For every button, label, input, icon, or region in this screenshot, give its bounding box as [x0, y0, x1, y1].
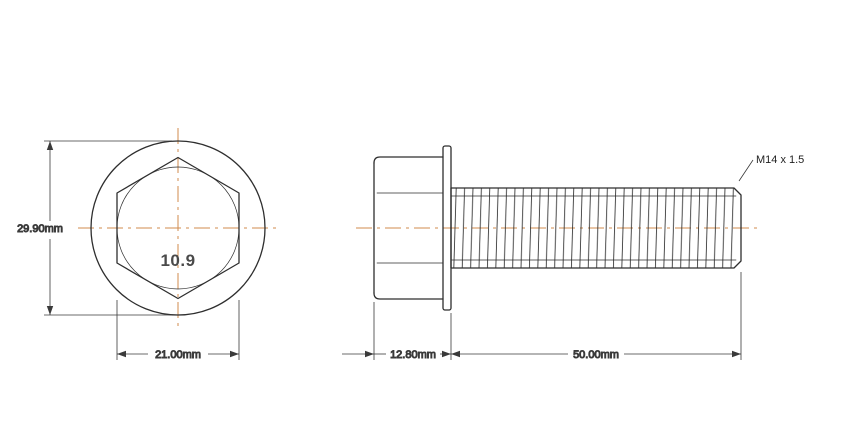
side-view-shank [450, 187, 742, 269]
shank-outline [450, 187, 742, 269]
thread-callout: M14 x 1.5 [738, 154, 804, 182]
dimensions: 29.90mm 21.00mm 12.80mm [17, 140, 742, 362]
dim-text-across-flats: 21.00mm [155, 349, 201, 361]
arrowhead-left [451, 350, 460, 358]
side-view: M14 x 1.5 [373, 145, 804, 311]
dim-thread-length: 50.00mm [451, 272, 742, 362]
arrowhead-right [442, 350, 451, 358]
dim-text-head-length: 12.80mm [390, 349, 436, 361]
hex-head-outline [116, 156, 240, 300]
thread-hatch [451, 188, 735, 268]
dim-text-flange-diameter: 29.90mm [17, 223, 63, 235]
grade-marking: 10.9 [160, 251, 195, 270]
leader-line [738, 159, 754, 182]
front-view: 10.9 [90, 140, 266, 316]
arrowhead-up [46, 141, 54, 150]
dim-text-thread-length: 50.00mm [573, 349, 619, 361]
dim-flange-diameter: 29.90mm [17, 140, 172, 316]
dim-head-length: 12.80mm [342, 302, 452, 362]
flange-outer-circle [90, 140, 266, 316]
head-top-edge [373, 156, 444, 164]
head-bottom-edge [373, 292, 444, 300]
thread-spec-label: M14 x 1.5 [756, 154, 804, 166]
arrowhead-right [365, 350, 374, 358]
arrowhead-left [117, 350, 126, 358]
arrowhead-down [46, 306, 54, 315]
side-view-head [373, 156, 444, 300]
dim-across-flats: 21.00mm [116, 300, 240, 362]
arrowhead-right [230, 350, 239, 358]
arrowhead-right [732, 350, 741, 358]
